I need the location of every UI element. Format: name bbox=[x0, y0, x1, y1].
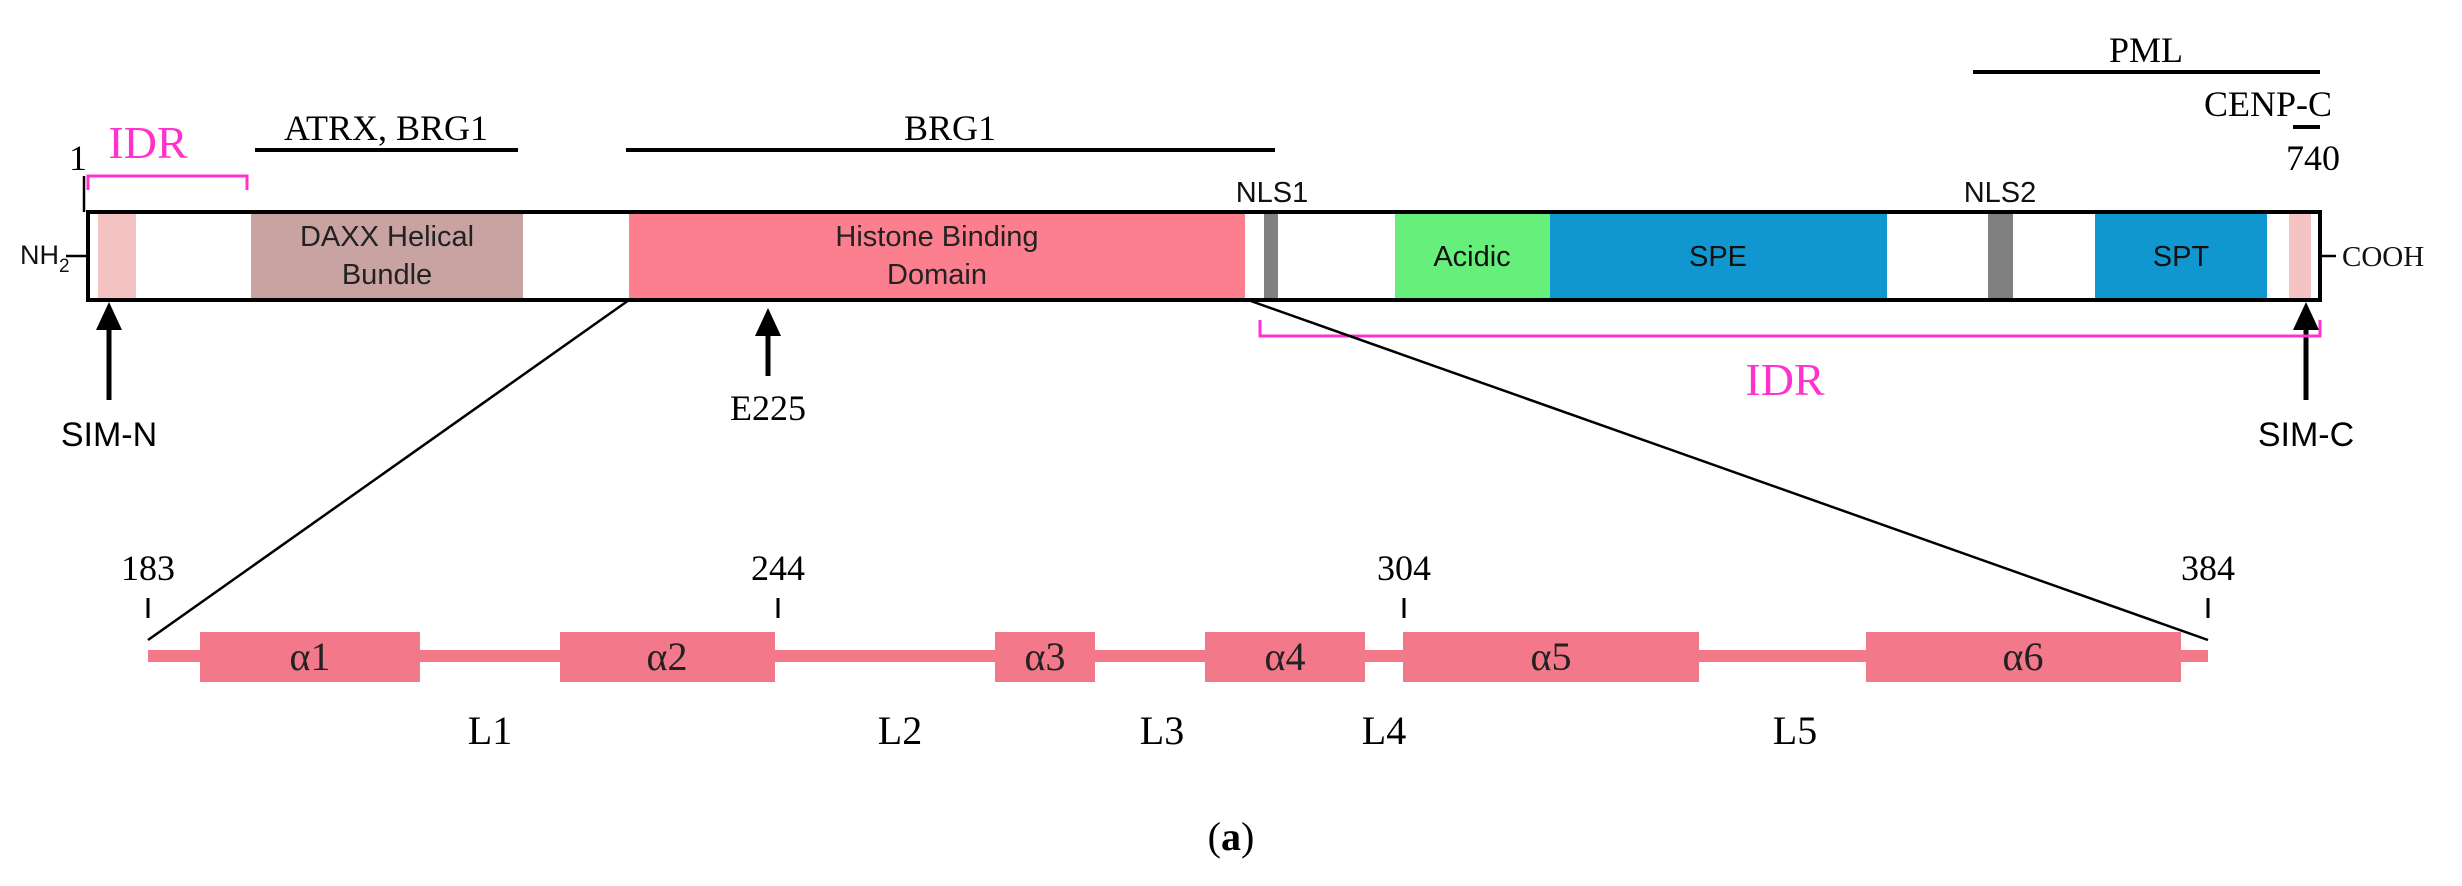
spt-domain bbox=[2095, 214, 2267, 298]
svg-text:NH2: NH2 bbox=[20, 240, 70, 277]
helix-alpha5-label: α5 bbox=[1531, 634, 1572, 679]
zoom-line-right bbox=[1247, 298, 2209, 642]
spt-label: SPT bbox=[2153, 241, 2210, 273]
residue-end-label: 740 bbox=[2286, 138, 2340, 178]
e225-arrow: E225 bbox=[730, 308, 806, 428]
loop-l5-label: L5 bbox=[1773, 708, 1817, 753]
hbd-detail: 183 244 304 384 α1 α2 α3 α4 α5 α6 L1 L2 … bbox=[121, 548, 2235, 753]
nls2-label: NLS2 bbox=[1964, 177, 2037, 209]
sim-c-label: SIM-C bbox=[2258, 416, 2354, 454]
helix-alpha1-label: α1 bbox=[290, 634, 331, 679]
sim-c-arrow: SIM-C bbox=[2258, 302, 2354, 454]
nls1-label: NLS1 bbox=[1236, 177, 1309, 209]
residue-tick-label-244: 244 bbox=[751, 548, 805, 588]
interactor-cenp-c: CENP-C bbox=[2204, 84, 2332, 129]
idr-n-bracket: IDR bbox=[86, 117, 249, 190]
spe-domain bbox=[1550, 214, 1887, 298]
loop-l2-label: L2 bbox=[878, 708, 922, 753]
histone-binding-domain bbox=[629, 214, 1245, 298]
loop-l4-label: L4 bbox=[1362, 708, 1406, 753]
idr-c-label: IDR bbox=[1745, 354, 1825, 405]
acidic-label: Acidic bbox=[1433, 241, 1510, 273]
helix-alpha5 bbox=[1403, 632, 1699, 682]
helix-alpha6 bbox=[1866, 632, 2181, 682]
residue-tick-label-384: 384 bbox=[2181, 548, 2235, 588]
protein-bar bbox=[86, 210, 2322, 302]
sim-n-label: SIM-N bbox=[61, 416, 157, 454]
residue-tick-label-183: 183 bbox=[121, 548, 175, 588]
interactor-brg1-label: BRG1 bbox=[904, 108, 996, 148]
sim-n-motif bbox=[98, 214, 136, 298]
daxx-helical-bundle-domain bbox=[251, 214, 523, 298]
panel-label: (a) bbox=[1208, 814, 1255, 859]
interactor-pml: PML bbox=[1973, 30, 2320, 74]
helix-alpha2 bbox=[560, 632, 775, 682]
zoom-line-left bbox=[147, 298, 630, 642]
helix-alpha4-label: α4 bbox=[1265, 634, 1306, 679]
residue-start-label: 1 bbox=[69, 138, 87, 178]
helix-alpha6-label: α6 bbox=[2003, 634, 2044, 679]
interactor-brg1: BRG1 bbox=[626, 108, 1275, 152]
interactor-atrx-brg1-label: ATRX, BRG1 bbox=[284, 108, 488, 148]
idr-c-bracket: IDR bbox=[1258, 320, 2322, 405]
helix-alpha1 bbox=[200, 632, 420, 682]
interactor-cenp-c-label: CENP-C bbox=[2204, 84, 2332, 124]
svg-text:COOH: COOH bbox=[2342, 241, 2424, 273]
interactor-atrx-brg1: ATRX, BRG1 bbox=[255, 108, 518, 152]
nls2-motif bbox=[1988, 214, 2013, 298]
loop-l1-label: L1 bbox=[468, 708, 512, 753]
sim-c-motif bbox=[2289, 214, 2311, 298]
acidic-domain bbox=[1395, 214, 1550, 298]
daxx-helical-bundle-label-line2: Bundle bbox=[342, 259, 432, 291]
helix-alpha2-label: α2 bbox=[647, 634, 688, 679]
spe-label: SPE bbox=[1689, 241, 1747, 273]
daxx-helical-bundle-label-line1: DAXX Helical bbox=[300, 221, 474, 253]
helix-alpha4 bbox=[1205, 632, 1365, 682]
n-terminus-label: NH2 bbox=[20, 240, 88, 277]
loop-l3-label: L3 bbox=[1140, 708, 1184, 753]
interactor-pml-label: PML bbox=[2109, 30, 2183, 70]
sim-n-arrow: SIM-N bbox=[61, 302, 157, 454]
idr-n-label: IDR bbox=[108, 117, 188, 168]
e225-label: E225 bbox=[730, 388, 806, 428]
helix-alpha3 bbox=[995, 632, 1095, 682]
helix-alpha3-label: α3 bbox=[1025, 634, 1066, 679]
histone-binding-domain-label-line1: Histone Binding bbox=[835, 221, 1038, 253]
nls1-motif bbox=[1264, 214, 1278, 298]
residue-tick-label-304: 304 bbox=[1377, 548, 1431, 588]
histone-binding-domain-label-line2: Domain bbox=[887, 259, 987, 291]
c-terminus-label: COOH bbox=[2320, 241, 2424, 273]
